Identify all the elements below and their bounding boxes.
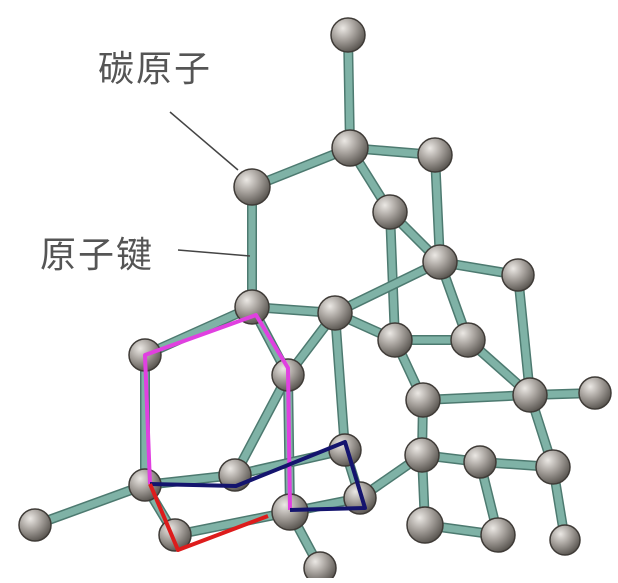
atomic-bond (31, 481, 149, 529)
atomic-bond (344, 31, 354, 152)
carbon-atom (406, 506, 444, 544)
atomic-bond (514, 271, 534, 399)
carbon-atom (18, 508, 52, 542)
atomic-bond (331, 309, 349, 454)
carbon-atom (330, 17, 366, 53)
carbon-atom (405, 382, 441, 418)
carbon-atom (404, 437, 440, 473)
carbon-atom (450, 322, 486, 358)
carbon-atom (331, 129, 369, 167)
carbon-atom (578, 376, 612, 410)
atomic-bond (231, 371, 292, 479)
carbon-atom (549, 524, 581, 556)
carbon-atom (463, 445, 497, 479)
carbon-atom (234, 289, 270, 325)
carbon-atom (317, 295, 353, 331)
atomic-bond (431, 151, 444, 266)
atomic-bond-leader-line (177, 249, 251, 257)
atomic-bond (419, 391, 534, 404)
atomic-bond (331, 258, 444, 317)
carbon-atom-label: 碳原子 (98, 49, 213, 90)
carbon-atom (377, 322, 413, 358)
carbon-atom (417, 137, 453, 173)
carbon-atom (535, 449, 571, 485)
atomic-bond (386, 208, 399, 344)
magenta-ring (143, 313, 292, 511)
carbon-atom (233, 168, 271, 206)
carbon-atom (512, 377, 548, 413)
carbon-atom-leader-line (169, 111, 239, 171)
carbon-atom (328, 433, 362, 467)
atomic-bond-label: 原子键 (40, 235, 155, 276)
carbon-atom (480, 517, 516, 553)
carbon-atom (372, 194, 408, 230)
carbon-atom (422, 244, 458, 280)
carbon-atom (303, 551, 337, 583)
red-bond-path (148, 483, 269, 552)
atomic-bond (171, 508, 294, 539)
carbon-atom (501, 258, 535, 292)
navy-ring (149, 440, 367, 512)
